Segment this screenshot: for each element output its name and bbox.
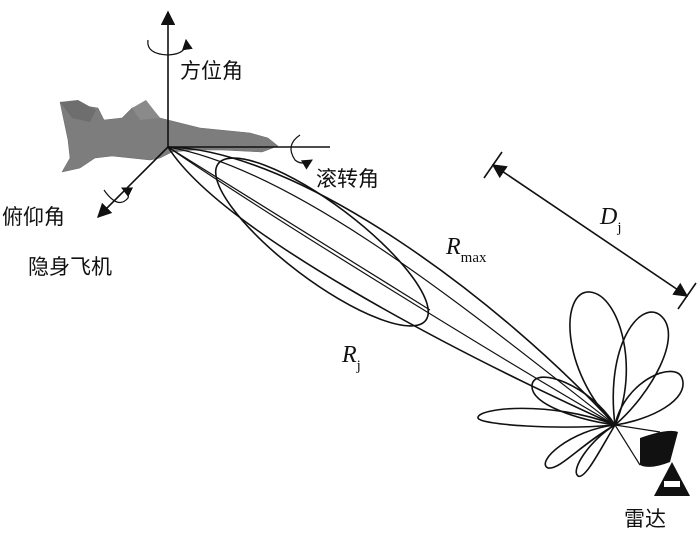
pitch-label: 俯仰角: [2, 205, 65, 229]
r-j-envelope-lower: [167, 146, 616, 426]
lobe-axis-line: [167, 146, 431, 311]
radar-dish-icon: [640, 430, 678, 467]
azimuth-label: 方位角: [180, 59, 243, 83]
radar-label: 雷达: [624, 507, 666, 531]
d-j-tick-end: [677, 282, 697, 310]
pitch-rotation-arrow: [103, 187, 134, 204]
d-j-tick-start: [483, 151, 503, 179]
azimuth-rotation-arrow: [147, 38, 193, 56]
side-lobe-far-left: [477, 407, 616, 428]
r-max-envelope-upper: [167, 146, 616, 426]
radar-base-slot: [664, 481, 680, 487]
stealth-aircraft-label: 隐身飞机: [28, 255, 112, 279]
r-max-label: Rmax: [445, 234, 487, 266]
d-j-arrow: [491, 164, 689, 297]
radar-icon: [614, 424, 690, 496]
side-lobe-left: [531, 376, 617, 427]
inner-ray-2: [167, 146, 616, 426]
pitch-axis: [96, 146, 169, 219]
aircraft-silhouette: [59, 100, 279, 173]
axes: [96, 10, 330, 219]
side-lobe-right: [613, 370, 684, 426]
jamming-lobe: [214, 157, 430, 327]
d-j-label: Dj: [599, 204, 622, 236]
radar-side-lobes: [477, 291, 684, 477]
side-lobe-upper-right: [612, 311, 670, 427]
roll-rotation-arrow: [290, 134, 313, 170]
radar-base-icon: [654, 462, 690, 496]
radar-beam-line-1: [614, 424, 661, 433]
radar-beam-line-2: [614, 424, 641, 466]
side-lobe-lower-left: [544, 424, 616, 469]
side-lobe-bottom: [575, 424, 616, 477]
r-j-label: Rj: [341, 342, 361, 374]
d-j-dimension: [483, 151, 697, 310]
roll-label: 滚转角: [316, 167, 379, 191]
